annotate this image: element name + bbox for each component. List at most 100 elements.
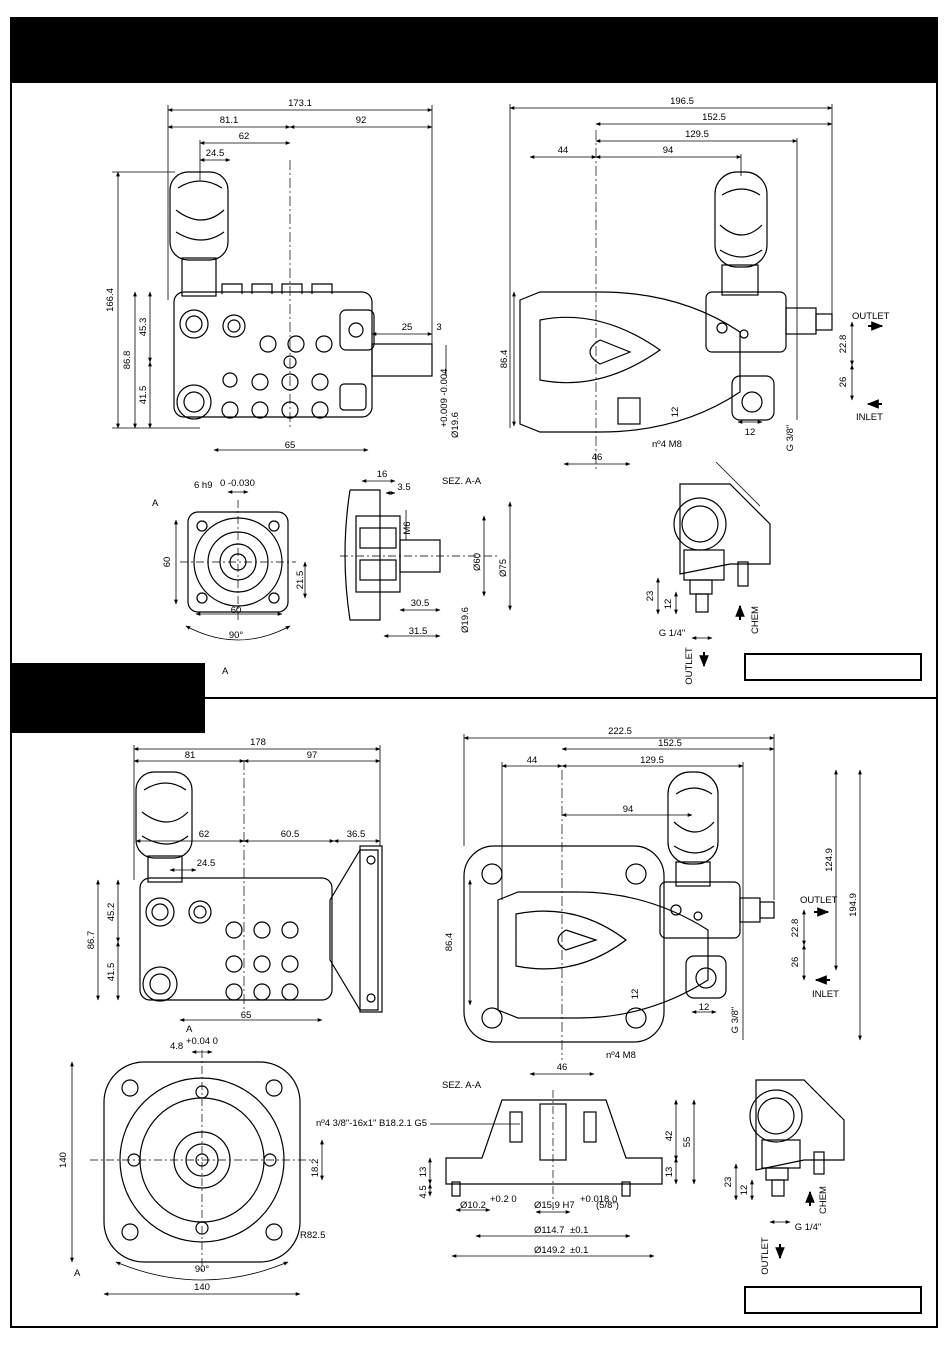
- outlet-label: OUTLET: [852, 311, 890, 322]
- dim-label: 42: [664, 1131, 675, 1142]
- dim-label: 12: [630, 989, 641, 1000]
- dim-label: nº4 3/8"-16x1" B18.2.1 G5: [316, 1118, 427, 1129]
- section-mark: A: [152, 498, 159, 509]
- top-section-dims: [361, 479, 512, 638]
- dim-label: 152.5: [702, 112, 726, 123]
- dim-label: 12: [739, 1185, 750, 1196]
- top-flange-view: [180, 500, 296, 620]
- outlet-label: OUTLET: [800, 895, 838, 906]
- dim-label: 36.5: [347, 829, 366, 840]
- bottom-side-view: [135, 760, 383, 1013]
- bottom-side-dims: [96, 745, 381, 1022]
- dim-label: 81.1: [220, 115, 239, 126]
- top-valve-dim-labels: 23 12 G 1/4" CHEM OUTLET: [645, 591, 761, 685]
- section-mark: A: [74, 1268, 81, 1279]
- dim-label: Ø114.7: [534, 1225, 564, 1236]
- dim-label: Ø10.2: [460, 1200, 486, 1211]
- dim-label: (5/8"): [596, 1200, 619, 1211]
- bottom-flange-dim-labels: 4.8 +0.04 0 140 140 18.2 R82.5 90° A A: [58, 1024, 325, 1293]
- top-flow-arrows: [866, 321, 884, 409]
- dim-label: 45.3: [138, 318, 149, 337]
- top-flange-dim-labels: 6 h9 0 -0.030 60 60 21.5 90° A A: [152, 478, 306, 677]
- dim-label: Ø19.6: [460, 607, 471, 633]
- bottom-valve-dim-labels: 23 12 G 1/4" CHEM OUTLET: [723, 1177, 829, 1275]
- dim-label: 60.5: [281, 829, 300, 840]
- bottom-valve-dims: [734, 1163, 791, 1224]
- bottom-front-dim-labels: 222.5 152.5 129.5 44 94 124.9 194.9 86.4…: [444, 726, 859, 1073]
- dim-label: 26: [838, 377, 849, 388]
- top-valve-view: [673, 461, 771, 613]
- dim-label: 25: [402, 322, 413, 333]
- bottom-valve-arrows: [775, 1190, 815, 1260]
- dim-label: 60: [162, 557, 173, 568]
- dim-label: 124.9: [824, 848, 835, 872]
- tol-label: +0.2 0: [490, 1194, 517, 1205]
- top-front-dims: [509, 104, 854, 466]
- bottom-model-label-box: [744, 1286, 922, 1314]
- dim-label: 24.5: [206, 148, 225, 159]
- section-mark: A: [222, 666, 229, 677]
- dim-label: 60: [231, 605, 242, 616]
- bottom-valve-view: [749, 1079, 845, 1197]
- dim-label: 13: [664, 1167, 675, 1178]
- tol-label: +0.018 0: [580, 1194, 617, 1205]
- dim-label: 6 h9: [194, 480, 213, 491]
- dim-label: 166.4: [105, 288, 116, 312]
- dim-label: 46: [557, 1062, 568, 1073]
- inlet-label: INLET: [812, 989, 839, 1000]
- dim-label: 31.5: [409, 626, 428, 637]
- inlet-label: INLET: [856, 412, 883, 423]
- dim-label: 86.4: [499, 350, 510, 369]
- dim-label: 140: [194, 1282, 210, 1293]
- bottom-flow-arrows: [814, 907, 830, 985]
- dim-label: 30.5: [411, 598, 430, 609]
- dim-label: 97: [307, 750, 318, 761]
- dim-label: 173.1: [288, 98, 312, 109]
- dim-label: 92: [356, 115, 367, 126]
- top-valve-dims: [656, 577, 713, 640]
- top-side-view: [169, 160, 433, 430]
- dim-label: 196.5: [670, 96, 694, 107]
- dim-label: 22.8: [790, 919, 801, 938]
- dim-label: 13: [418, 1167, 429, 1178]
- dim-label: 90°: [195, 1264, 210, 1275]
- dim-label: M6: [402, 521, 413, 534]
- bottom-section-view: [445, 1090, 663, 1210]
- dim-label: 23: [645, 591, 656, 602]
- dim-label: 86.7: [86, 931, 97, 950]
- bottom-flange-view: [90, 1050, 314, 1272]
- dim-label: nº4 M8: [606, 1050, 636, 1061]
- bottom-section-dim-labels: SEZ. A-A nº4 3/8"-16x1" B18.2.1 G5 42 55…: [316, 1080, 693, 1256]
- dim-label: 18.2: [310, 1159, 321, 1178]
- top-valve-arrows: [699, 604, 745, 668]
- dim-label: 24.5: [197, 858, 216, 869]
- outlet-label: OUTLET: [760, 1237, 771, 1275]
- dim-label: 46: [592, 452, 603, 463]
- dim-label: 94: [623, 804, 634, 815]
- tol-label: ±0.1: [570, 1245, 588, 1256]
- dim-label: 55: [682, 1137, 693, 1148]
- dim-label: G 3/8": [785, 425, 796, 452]
- dim-label: Ø75: [498, 559, 509, 577]
- section-divider: [205, 697, 938, 699]
- dim-label: 22.8: [838, 335, 849, 354]
- dim-label: Ø15.9 H7: [534, 1200, 575, 1211]
- dim-label: 62: [239, 131, 250, 142]
- dim-label: G 1/4": [659, 628, 686, 639]
- dim-label: 12: [670, 407, 681, 418]
- dim-label: 16: [377, 469, 388, 480]
- dim-label: 23: [723, 1177, 734, 1188]
- dim-label: 4.8: [170, 1041, 183, 1052]
- dim-label: 44: [558, 145, 569, 156]
- dim-label: 3.5: [397, 482, 410, 493]
- dim-label: nº4 M8: [652, 439, 682, 450]
- dim-label: 152.5: [658, 738, 682, 749]
- top-section-dim-labels: SEZ. A-A 16 3.5 M6 Ø60 Ø75 30.5 31.5 Ø19…: [377, 469, 509, 637]
- bottom-flange-dims: [70, 1050, 324, 1296]
- dim-label: 90°: [229, 630, 244, 641]
- dim-label: 65: [241, 1010, 252, 1021]
- dim-label: 12: [663, 599, 674, 610]
- dim-label: 45.2: [106, 903, 117, 922]
- dim-label: 65: [285, 440, 296, 451]
- dim-label: G 1/4": [795, 1222, 822, 1233]
